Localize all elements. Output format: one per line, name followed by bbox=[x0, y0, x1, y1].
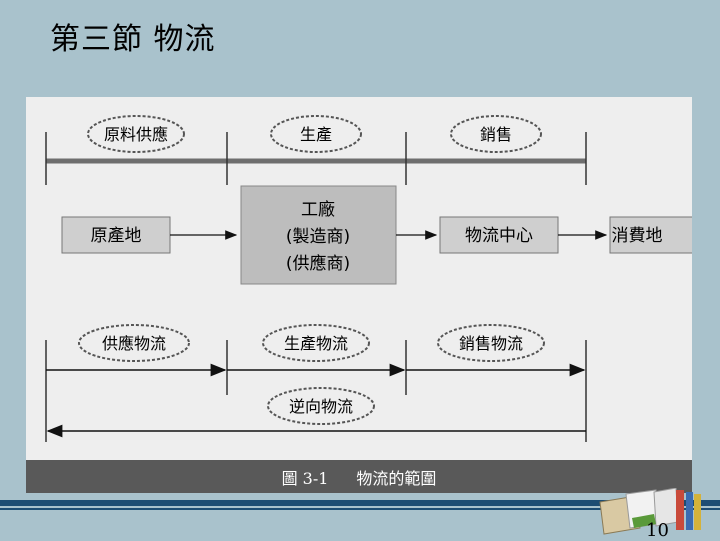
figure-caption: 圖 3-1 物流的範圍 bbox=[26, 460, 692, 493]
phase-label: 供應物流 bbox=[102, 334, 166, 353]
node-factory: 工廠 (製造商) (供應商) bbox=[240, 185, 397, 285]
phase-production-logistics: 生產物流 bbox=[262, 324, 370, 362]
phase-label: 逆向物流 bbox=[289, 397, 353, 416]
slide-title: 第三節 物流 bbox=[50, 22, 216, 57]
node-origin: 原產地 bbox=[61, 216, 171, 254]
phase-label: 生產 bbox=[300, 125, 332, 144]
phase-label: 銷售 bbox=[480, 125, 512, 144]
reverse-logistics: 逆向物流 bbox=[46, 387, 586, 438]
factory-line-2: (製造商) bbox=[286, 227, 350, 247]
figure-number: 圖 3-1 bbox=[281, 468, 329, 488]
phase-production: 生產 bbox=[270, 115, 362, 153]
phase-raw-material-supply: 原料供應 bbox=[87, 115, 185, 153]
phase-sales: 銷售 bbox=[450, 115, 542, 153]
phase-label: 銷售物流 bbox=[459, 334, 523, 353]
top-phase-bar bbox=[45, 132, 587, 185]
footer-divider bbox=[0, 500, 720, 506]
page-number: 10 bbox=[646, 520, 669, 541]
node-consumer: 消費地 bbox=[609, 216, 692, 254]
figure-caption-text: 物流的範圍 bbox=[356, 468, 437, 488]
diagram-canvas: 原料供應 生產 銷售 原產地 工廠 (製造商) (供應商) 物流中心 bbox=[45, 115, 692, 442]
phase-label: 生產物流 bbox=[284, 334, 348, 353]
logistics-scope-figure: 原料供應 生產 銷售 原產地 工廠 (製造商) (供應商) 物流中心 bbox=[26, 97, 692, 493]
node-label: 物流中心 bbox=[465, 226, 533, 246]
factory-line-1: 工廠 bbox=[301, 199, 335, 220]
phase-label: 原料供應 bbox=[104, 125, 168, 144]
phase-supply-logistics: 供應物流 bbox=[78, 324, 190, 362]
node-label: 原產地 bbox=[91, 226, 142, 246]
node-logistics-center: 物流中心 bbox=[439, 216, 559, 254]
books-icon bbox=[599, 488, 701, 535]
phase-sales-logistics: 銷售物流 bbox=[437, 324, 545, 362]
bottom-phase-bar bbox=[45, 340, 587, 442]
footer-divider-thin bbox=[0, 508, 720, 510]
node-label: 消費地 bbox=[612, 226, 663, 246]
factory-line-3: (供應商) bbox=[286, 253, 350, 274]
